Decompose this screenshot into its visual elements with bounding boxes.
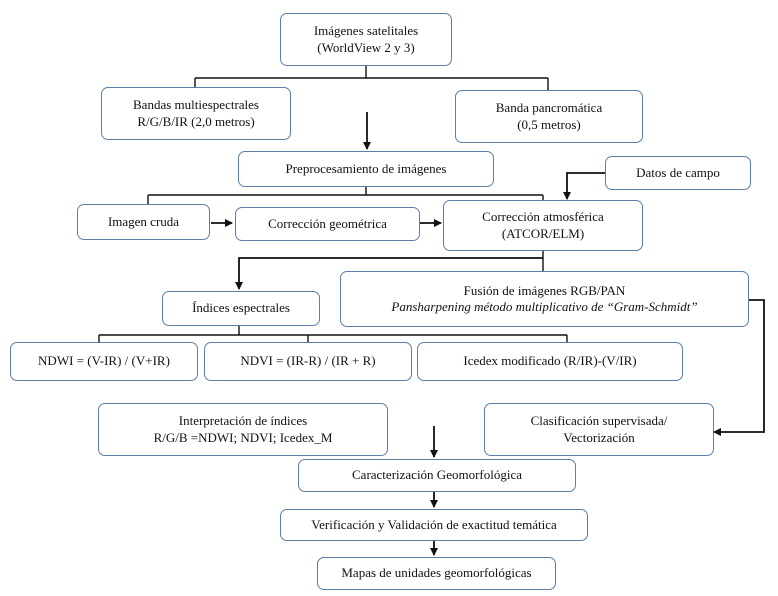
label: NDVI = (IR-R) / (IR + R) xyxy=(240,353,376,369)
label: Pansharpening método multiplicativo de “… xyxy=(391,299,698,314)
box-banda-pancromatica: Banda pancromática (0,5 metros) xyxy=(455,90,643,143)
label: Índices espectrales xyxy=(192,300,290,316)
label: Corrección atmosférica xyxy=(482,209,604,225)
label: Caracterización Geomorfológica xyxy=(352,467,522,483)
label: R/G/B/IR (2,0 metros) xyxy=(137,113,255,129)
label: Fusión de imágenes RGB/PAN xyxy=(463,282,626,298)
label: (WorldView 2 y 3) xyxy=(317,39,415,55)
arrow-datos-campo xyxy=(563,172,605,200)
box-ndwi: NDWI = (V-IR) / (V+IR) xyxy=(10,342,198,381)
label: Bandas multiespectrales xyxy=(133,97,259,113)
label: (ATCOR/ELM) xyxy=(501,225,585,241)
label: Preprocesamiento de imágenes xyxy=(285,160,447,176)
box-indices-espectrales: Índices espectrales xyxy=(162,291,320,326)
label: Banda pancromática xyxy=(495,100,603,116)
label: (0,5 metros) xyxy=(517,116,581,132)
arrow-to-indices xyxy=(235,257,543,290)
box-clasificacion-supervisada: Clasificación supervisada/ Vectorización xyxy=(484,403,714,456)
box-verificacion-validacion: Verificación y Validación de exactitud t… xyxy=(280,509,588,541)
arrow-fusion-to-clasificacion xyxy=(713,299,765,436)
label: Corrección geométrica xyxy=(268,215,387,231)
label: Vectorización xyxy=(563,429,635,445)
label: Clasificación supervisada/ xyxy=(530,413,668,429)
label: Datos de campo xyxy=(636,164,720,180)
box-correccion-atmosferica: Corrección atmosférica (ATCOR/ELM) xyxy=(443,200,643,251)
box-fusion-imagenes: Fusión de imágenes RGB/PAN Pansharpening… xyxy=(340,271,749,327)
box-interpretacion-indices: Interpretación de índices R/G/B =NDWI; N… xyxy=(98,403,388,456)
label: R/G/B =NDWI; NDVI; Icedex_M xyxy=(153,429,333,445)
box-bandas-multiespectrales: Bandas multiespectrales R/G/B/IR (2,0 me… xyxy=(101,87,291,140)
label: Verificación y Validación de exactitud t… xyxy=(311,516,557,532)
label: Imagen cruda xyxy=(107,213,180,229)
box-ndvi: NDVI = (IR-R) / (IR + R) xyxy=(204,342,412,381)
label: Imágenes satelitales xyxy=(313,23,419,39)
box-icedex: Icedex modificado (R/IR)-(V/IR) xyxy=(417,342,683,381)
box-correccion-geometrica: Corrección geométrica xyxy=(235,207,420,241)
box-imagenes-satelitales: Imágenes satelitales (WorldView 2 y 3) xyxy=(280,13,452,66)
box-preprocesamiento: Preprocesamiento de imágenes xyxy=(238,151,494,187)
label: Interpretación de índices xyxy=(178,413,308,429)
label: Icedex modificado (R/IR)-(V/IR) xyxy=(463,353,637,369)
box-datos-de-campo: Datos de campo xyxy=(605,156,751,190)
box-mapas-unidades: Mapas de unidades geomorfológicas xyxy=(317,557,556,590)
label: Mapas de unidades geomorfológicas xyxy=(341,565,532,581)
box-caracterizacion-geomorfologica: Caracterización Geomorfológica xyxy=(298,459,576,492)
box-imagen-cruda: Imagen cruda xyxy=(77,204,210,240)
label: NDWI = (V-IR) / (V+IR) xyxy=(38,353,170,369)
